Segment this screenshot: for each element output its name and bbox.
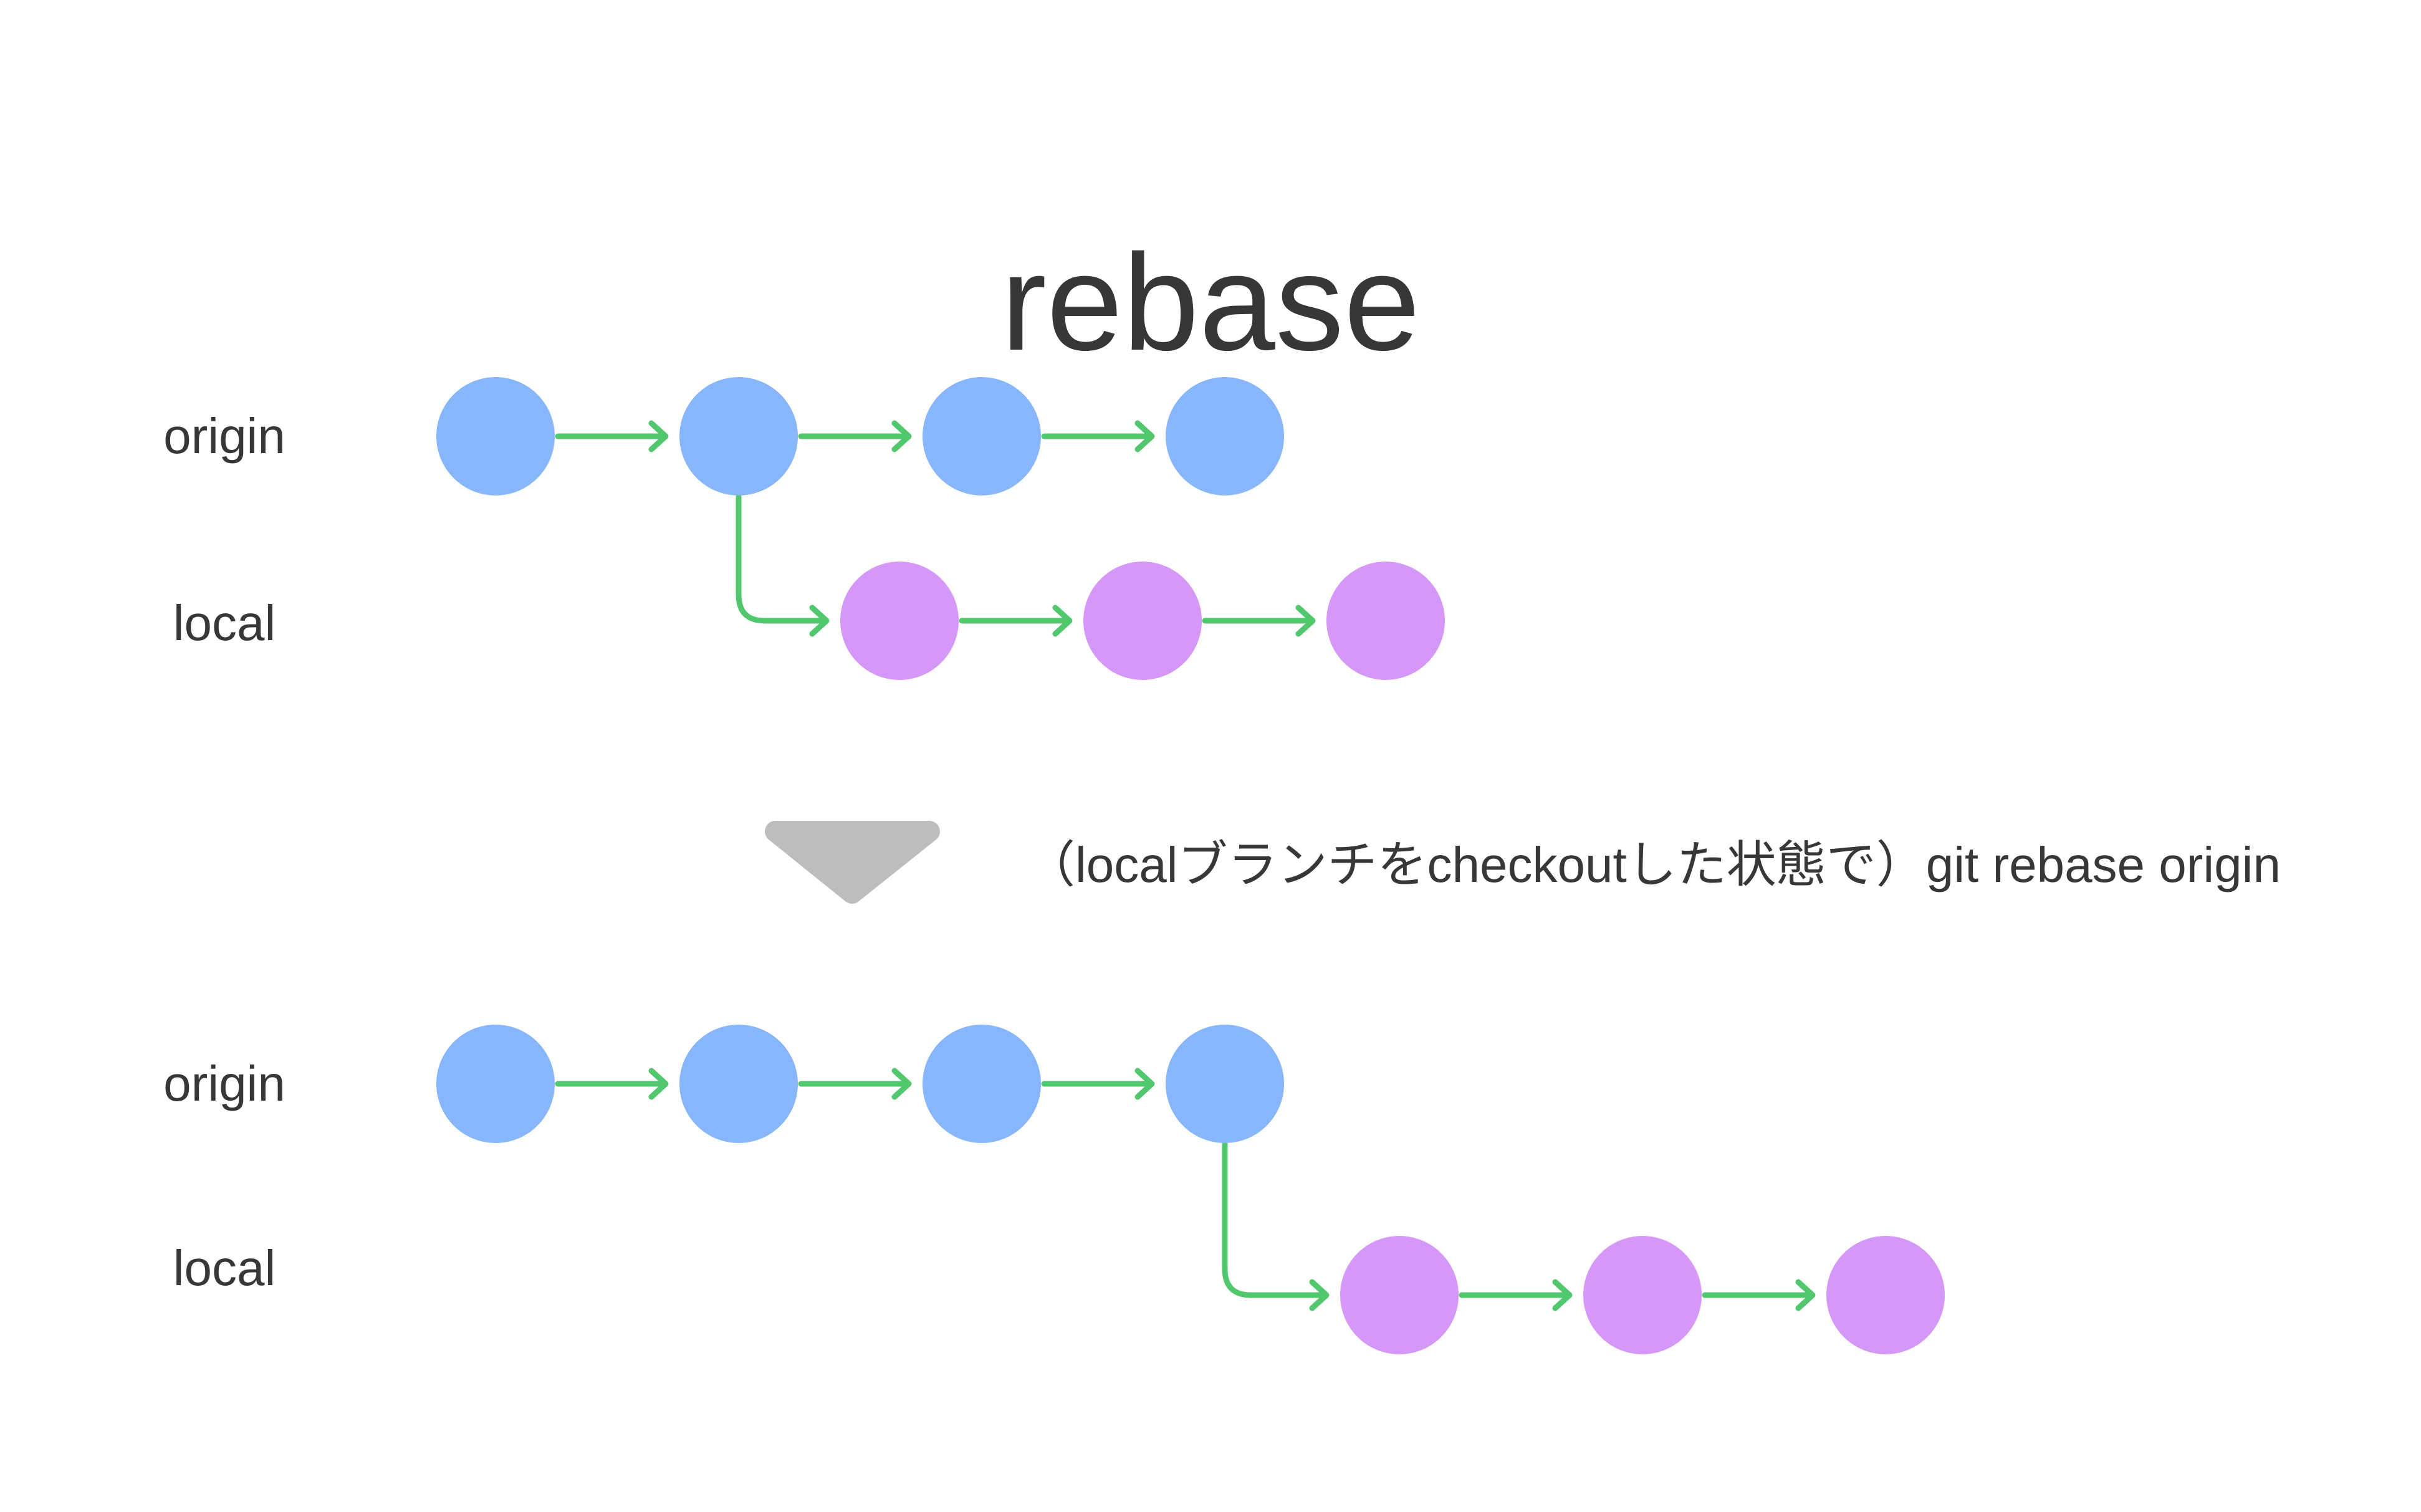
commit-node-origin — [679, 377, 798, 495]
branch-elbow-arrow — [736, 494, 827, 624]
arrowhead-icon — [1309, 1279, 1330, 1311]
arrowhead-icon — [1134, 420, 1155, 452]
commit-node-origin — [923, 377, 1041, 495]
commit-node-origin — [923, 1025, 1041, 1143]
commit-node-origin — [1166, 377, 1284, 495]
rebase-command-caption: （localブランチをcheckoutした状態で）git rebase orig… — [1025, 837, 2281, 892]
branch-elbow-arrow — [1222, 1141, 1326, 1298]
commit-node-local — [1583, 1236, 1702, 1354]
label-after-origin: origin — [163, 1056, 285, 1111]
commit-node-origin — [436, 377, 555, 495]
commit-node-origin — [679, 1025, 798, 1143]
arrowhead-icon — [1052, 605, 1073, 637]
commit-node-origin — [1166, 1025, 1284, 1143]
commit-node-origin — [436, 1025, 555, 1143]
arrowhead-icon — [1134, 1068, 1155, 1100]
arrowhead-icon — [1552, 1279, 1573, 1311]
arrowhead-icon — [1795, 1279, 1816, 1311]
arrowhead-icon — [891, 420, 912, 452]
arrowhead-icon — [891, 1068, 912, 1100]
commit-node-local — [1083, 562, 1202, 680]
commit-node-local — [1826, 1236, 1945, 1354]
arrowhead-icon — [648, 420, 669, 452]
commit-node-local — [840, 562, 959, 680]
down-triangle-icon — [765, 821, 940, 904]
label-after-local: local — [173, 1240, 276, 1296]
label-before-origin: origin — [163, 408, 285, 464]
arrowhead-icon — [1295, 605, 1316, 637]
arrowhead-icon — [809, 605, 830, 637]
label-before-local: local — [173, 595, 276, 651]
arrowhead-icon — [648, 1068, 669, 1100]
commit-node-local — [1340, 1236, 1459, 1354]
commit-node-local — [1326, 562, 1445, 680]
page-title: rebase — [1000, 226, 1421, 380]
